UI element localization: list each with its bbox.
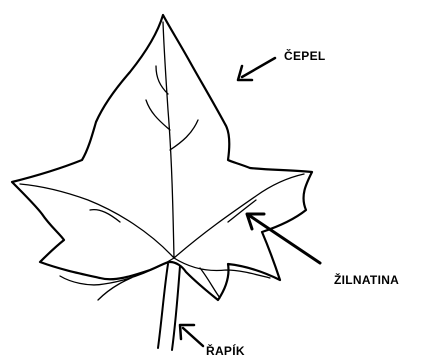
petiole-stalk — [158, 264, 180, 350]
label-veins: ŽILNATINA — [334, 274, 399, 286]
label-blade: ČEPEL — [284, 50, 326, 62]
leaf-blade-outline — [12, 15, 312, 300]
label-petiole: ŘAPÍK — [206, 345, 245, 357]
arrow-to-petiole — [180, 325, 203, 346]
arrow-to-blade — [238, 58, 275, 80]
